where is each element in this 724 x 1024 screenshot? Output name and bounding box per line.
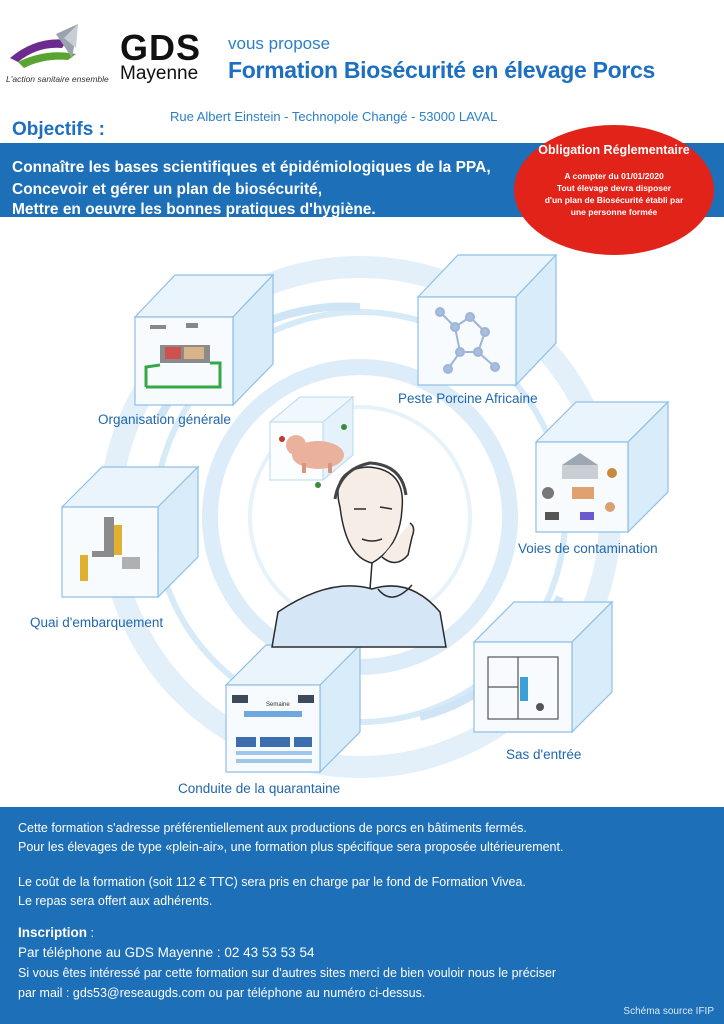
objective-item: Concevoir et gérer un plan de biosécurit…: [12, 181, 323, 198]
biosecurity-diagram: Organisation générale Peste Porcine Afri…: [0, 217, 724, 807]
cube-peste: [416, 253, 558, 387]
info-text: Le coût de la formation (soit 112 € TTC)…: [18, 875, 526, 889]
cube-sas: [472, 600, 614, 734]
inscription-colon: :: [87, 926, 94, 940]
label-organisation: Organisation générale: [98, 412, 231, 427]
badge-line: d'un plan de Biosécurité établi par: [544, 195, 684, 205]
info-text: Cette formation s'adresse préférentielle…: [18, 821, 527, 835]
inscription-heading: Inscription: [18, 925, 88, 940]
cube-voies: [534, 400, 670, 534]
schema-source: Schéma source IFIP: [623, 1006, 714, 1017]
label-peste: Peste Porcine Africaine: [398, 391, 538, 406]
phone-line: Par téléphone au GDS Mayenne : 02 43 53 …: [18, 945, 315, 960]
label-quarantaine: Conduite de la quarantaine: [178, 781, 341, 796]
cube-quarantaine: [224, 643, 362, 774]
address: Rue Albert Einstein - Technopole Changé …: [170, 109, 498, 124]
logo-tagline: L'action sanitaire ensemble: [6, 74, 109, 84]
intro-text: vous propose: [228, 34, 331, 53]
quarantine-week-label: Semaine: [266, 702, 290, 708]
logo-name: GDS: [120, 27, 202, 68]
info-band: Cette formation s'adresse préférentielle…: [0, 807, 724, 1024]
gds-logo-icon: [10, 24, 78, 68]
contact-line[interactable]: par mail : gds53@reseaugds.com ou par té…: [18, 986, 426, 1000]
thinking-man-illustration: [271, 461, 447, 648]
objectives-heading: Objectifs :: [12, 119, 105, 140]
info-text: Le repas sera offert aux adhérents.: [18, 894, 213, 908]
label-voies: Voies de contamination: [518, 541, 658, 556]
badge-title: Obligation Réglementaire: [538, 143, 690, 157]
label-quai: Quai d'embarquement: [30, 615, 164, 630]
objective-item: Connaître les bases scientifiques et épi…: [12, 159, 491, 176]
pig-icon: [279, 424, 347, 488]
molecule-icon: [435, 307, 500, 374]
cube-pig: [268, 395, 355, 488]
objective-item: Mettre en oeuvre les bonnes pratiques d'…: [12, 201, 376, 218]
cube-organisation: [133, 273, 275, 407]
logo-region: Mayenne: [120, 63, 199, 84]
cube-quai: [60, 465, 200, 599]
badge-line: A compter du 01/01/2020: [564, 171, 664, 181]
page-title: Formation Biosécurité en élevage Porcs: [228, 57, 656, 83]
label-sas: Sas d'entrée: [506, 747, 582, 762]
diagram-graphic: [60, 253, 670, 778]
info-text: Si vous êtes intéressé par cette formati…: [18, 966, 557, 980]
badge-line: Tout élevage devra disposer: [556, 183, 672, 193]
obligation-badge: Obligation Réglementaire A compter du 01…: [514, 125, 714, 255]
info-text: Pour les élevages de type «plein-air», u…: [18, 840, 564, 854]
badge-line: une personne formée: [570, 207, 658, 217]
